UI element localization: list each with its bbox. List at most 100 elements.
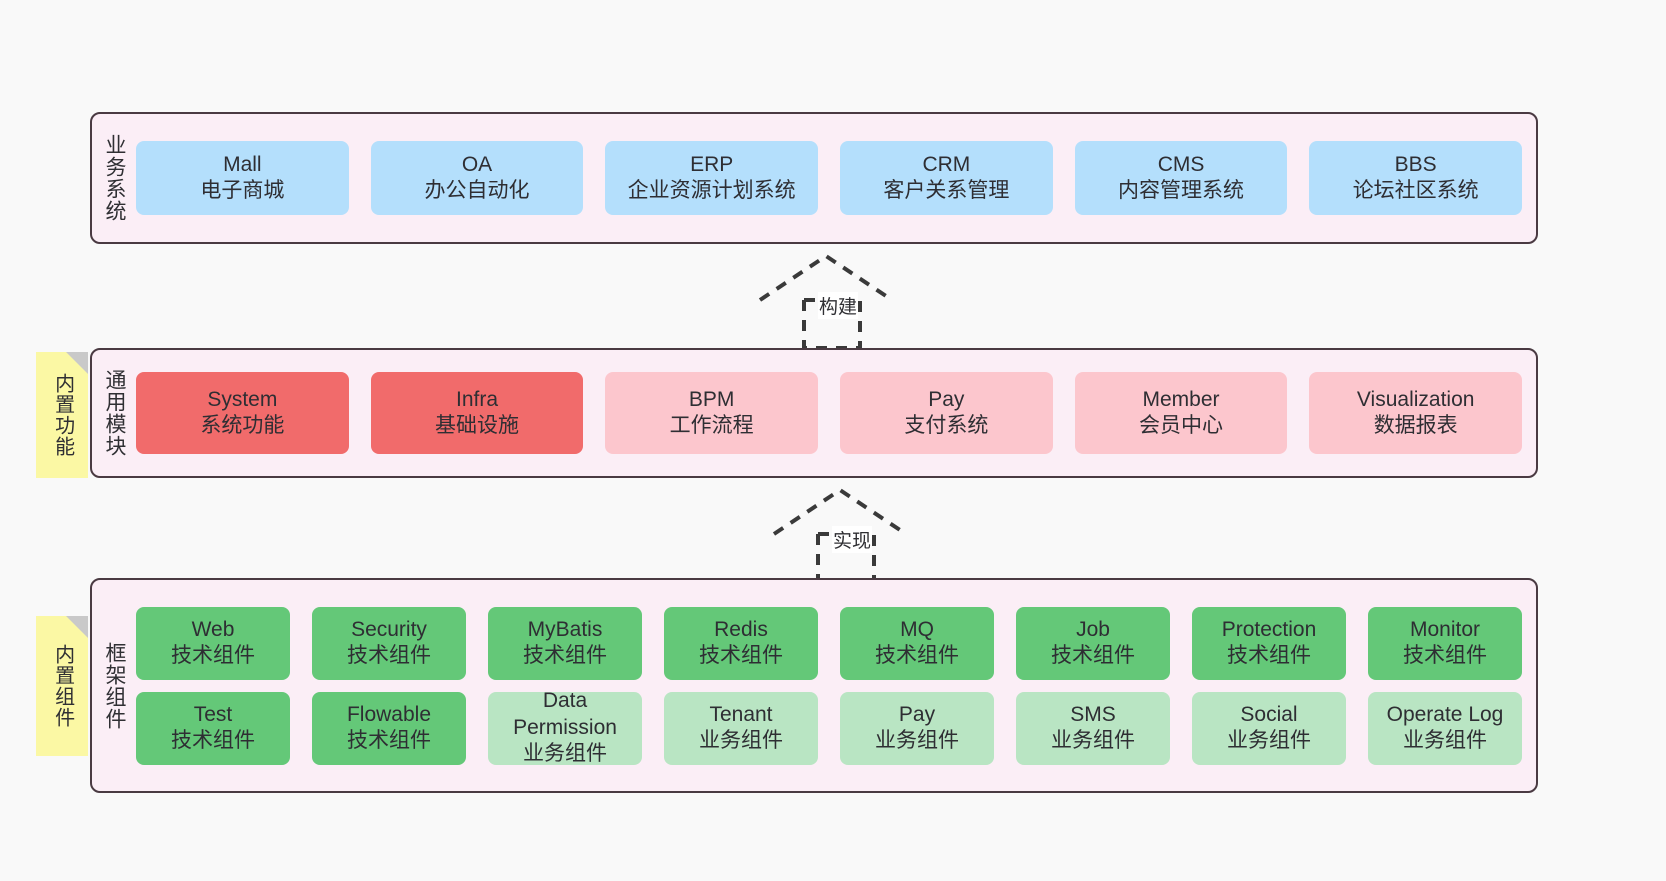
card-bpm[interactable]: BPM 工作流程 (605, 372, 819, 454)
card-redis[interactable]: Redis 技术组件 (664, 606, 818, 680)
layer-body-framework-component: Web 技术组件 Security 技术组件 MyBatis 技术组件 Redi… (136, 580, 1536, 791)
card-sms[interactable]: SMS 业务组件 (1016, 691, 1170, 765)
card-title-en: Protection (1221, 617, 1317, 641)
card-visualization[interactable]: Visualization 数据报表 (1309, 372, 1523, 454)
connector-label-build: 构建 (818, 292, 859, 319)
card-title-en: Infra (455, 387, 499, 411)
card-title-en: ERP (690, 152, 734, 176)
card-row: Test 技术组件 Flowable 技术组件 Data Permission … (136, 689, 1522, 766)
card-mall[interactable]: Mall 电子商城 (136, 141, 349, 215)
card-pay-business[interactable]: Pay 业务组件 (840, 691, 994, 765)
card-social[interactable]: Social 业务组件 (1192, 691, 1346, 765)
card-title-cn: 业务组件 (1051, 729, 1135, 752)
card-title-cn: 技术组件 (1227, 644, 1311, 667)
card-title-en: MyBatis (527, 617, 603, 641)
layer-title-business-system: 业务系统 (102, 134, 126, 222)
card-title-en: Data Permission (513, 689, 617, 739)
card-title-cn: 技术组件 (875, 644, 959, 667)
card-mybatis[interactable]: MyBatis 技术组件 (488, 606, 642, 680)
card-title-en: MQ (900, 617, 934, 641)
card-monitor[interactable]: Monitor 技术组件 (1368, 606, 1522, 680)
arrow-head-hollow (758, 253, 894, 302)
card-operate-log[interactable]: Operate Log 业务组件 (1368, 691, 1522, 765)
layer-body-business-system: Mall 电子商城 OA 办公自动化 ERP 企业资源计划系统 CRM 客户关系… (136, 114, 1536, 242)
card-erp[interactable]: ERP 企业资源计划系统 (605, 141, 819, 215)
card-title-en: CMS (1157, 152, 1205, 176)
card-title-cn: 业务组件 (1403, 729, 1487, 752)
card-title-en: Security (351, 617, 427, 641)
layer-framework-component: 框架组件 Web 技术组件 Security 技术组件 MyBatis 技术组件… (90, 578, 1538, 793)
card-title-cn: 业务组件 (875, 729, 959, 752)
card-protection[interactable]: Protection 技术组件 (1192, 606, 1346, 680)
card-title-cn: 企业资源计划系统 (627, 179, 796, 202)
card-flowable[interactable]: Flowable 技术组件 (312, 691, 466, 765)
card-title-en: Monitor (1409, 617, 1481, 641)
card-title-cn: 技术组件 (171, 644, 255, 667)
card-title-cn: 技术组件 (347, 644, 431, 667)
card-title-cn: 业务组件 (699, 729, 783, 752)
card-title-en: Visualization (1356, 387, 1475, 411)
card-title-cn: 业务组件 (1227, 729, 1311, 752)
card-title-en: SMS (1070, 702, 1116, 726)
card-title-cn: 工作流程 (669, 414, 754, 437)
card-bbs[interactable]: BBS 论坛社区系统 (1309, 141, 1523, 215)
connector-implement: 实现 (770, 486, 930, 586)
note-builtin-function: 内置功能 (36, 352, 88, 478)
card-job[interactable]: Job 技术组件 (1016, 606, 1170, 680)
card-title-cn: 论坛社区系统 (1352, 179, 1479, 202)
arrow-shaft (816, 534, 876, 584)
arrow-shaft (802, 300, 862, 350)
note-label: 内置功能 (51, 373, 74, 457)
card-security[interactable]: Security 技术组件 (312, 606, 466, 680)
card-oa[interactable]: OA 办公自动化 (370, 141, 584, 215)
layer-title-common-module: 通用模块 (102, 369, 126, 457)
card-title-en: Pay (928, 387, 965, 411)
connector-build: 构建 (756, 252, 916, 352)
card-title-en: BPM (688, 387, 735, 411)
card-crm[interactable]: CRM 客户关系管理 (840, 141, 1053, 215)
card-test[interactable]: Test 技术组件 (136, 691, 290, 765)
card-title-cn: 系统功能 (200, 414, 285, 437)
card-title-cn: 内容管理系统 (1118, 179, 1245, 202)
layer-title-framework-component: 框架组件 (102, 641, 126, 730)
card-cms[interactable]: CMS 内容管理系统 (1074, 141, 1288, 215)
card-title-en: Operate Log (1386, 702, 1504, 726)
card-row: Mall 电子商城 OA 办公自动化 ERP 企业资源计划系统 CRM 客户关系… (136, 141, 1523, 215)
card-title-cn: 业务组件 (523, 742, 607, 766)
card-title-en: Redis (714, 617, 768, 641)
card-title-en: Job (1076, 617, 1110, 641)
card-title-cn: 技术组件 (699, 644, 783, 667)
note-label: 内置组件 (51, 644, 74, 728)
connector-label-implement: 实现 (832, 526, 873, 553)
card-title-en: Mall (223, 152, 262, 176)
card-title-en: Social (1240, 702, 1298, 726)
card-title-en: CRM (922, 152, 971, 176)
card-title-cn: 电子商城 (200, 179, 285, 202)
card-title-cn: 办公自动化 (424, 179, 530, 202)
card-member[interactable]: Member 会员中心 (1074, 372, 1288, 454)
card-web[interactable]: Web 技术组件 (136, 606, 290, 680)
card-title-en: Flowable (346, 702, 432, 726)
card-pay[interactable]: Pay 支付系统 (840, 372, 1053, 454)
card-title-cn: 技术组件 (171, 729, 255, 752)
card-title-en: Pay (898, 702, 936, 726)
card-mq[interactable]: MQ 技术组件 (840, 606, 994, 680)
card-title-cn: 技术组件 (1051, 644, 1135, 667)
card-system[interactable]: System 系统功能 (136, 372, 349, 454)
card-tenant[interactable]: Tenant 业务组件 (664, 691, 818, 765)
card-infra[interactable]: Infra 基础设施 (370, 372, 584, 454)
card-title-cn: 数据报表 (1373, 414, 1458, 437)
layer-common-module: 通用模块 System 系统功能 Infra 基础设施 BPM 工作流程 Pay… (90, 348, 1538, 478)
card-title-cn: 客户关系管理 (883, 179, 1010, 202)
card-title-en: Test (193, 702, 233, 726)
card-title-en: System (207, 387, 278, 411)
card-title-en: Member (1142, 387, 1220, 411)
card-title-en: BBS (1394, 152, 1437, 176)
note-fold-corner-icon (66, 616, 88, 638)
card-data-permission[interactable]: Data Permission 业务组件 (488, 689, 642, 766)
card-title-cn: 支付系统 (904, 414, 989, 437)
card-title-cn: 技术组件 (523, 644, 607, 667)
card-title-cn: 技术组件 (1403, 644, 1487, 667)
note-builtin-component: 内置组件 (36, 616, 88, 756)
card-title-en: Tenant (709, 702, 773, 726)
